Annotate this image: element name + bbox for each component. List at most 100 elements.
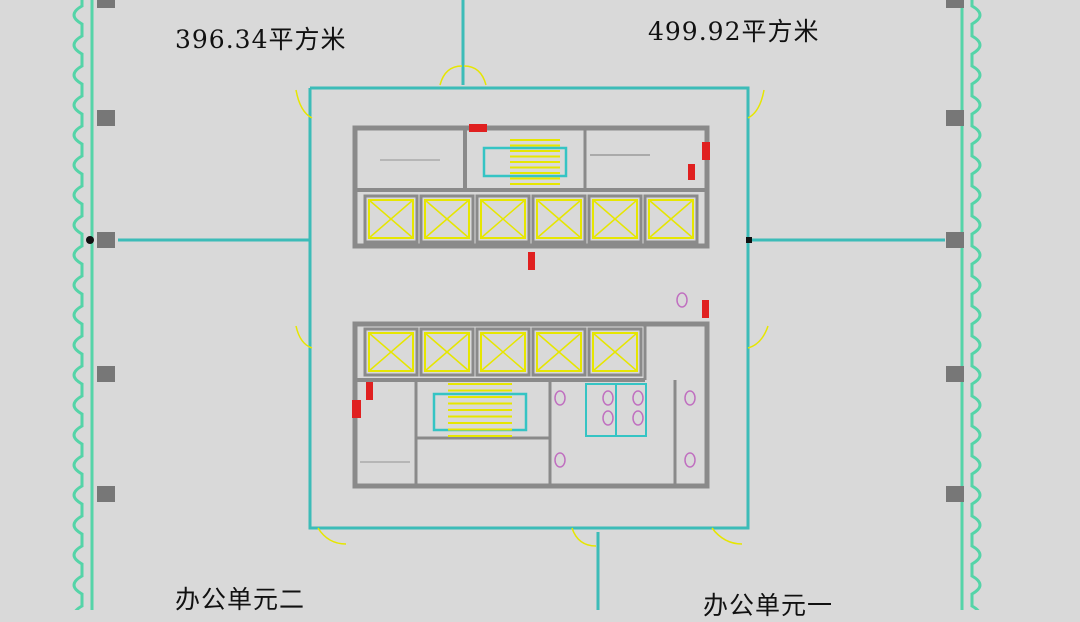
elevator-icon [531,194,587,244]
column-icon [946,110,964,126]
elevator-shaft [419,194,475,244]
elevator-shaft [531,194,587,244]
stair-icon [482,139,568,185]
toilet-icon [684,390,696,406]
elevator-cross [368,332,414,372]
column-icon [946,232,964,248]
toilet-icon [554,390,566,406]
elevator-shaft [587,327,643,377]
elevator-shaft [475,327,531,377]
elevator-car [368,332,414,372]
fire-hydrant-icon [352,400,361,418]
elevator-shaft [419,327,475,377]
elevator-cross [480,199,526,239]
restroom-fixtures [554,292,696,468]
toilet-icon [602,410,614,426]
elevator-icon [643,194,699,244]
elevator-car [592,199,638,239]
curtain-wall-west [72,0,94,610]
fire-hydrant-icon [366,382,373,400]
elevator-icon [363,194,419,244]
elevator-bank-north [363,194,699,244]
elevator-shaft [531,327,587,377]
elevator-cross [592,199,638,239]
column-icon [946,486,964,502]
elevator-icon [475,194,531,244]
elevator-shaft [363,327,419,377]
door-swing-icon [439,65,463,86]
toilet-icon [676,292,688,308]
elevator-car [536,332,582,372]
elevator-icon [363,327,419,377]
fire-hydrant-icon [528,252,535,270]
door-swing-icon [571,527,597,547]
fire-hydrant-icon [469,124,487,132]
unit-label-two: 办公单元二 [175,585,306,614]
door-swing-icon [463,65,487,86]
area-label-west: 396.34平方米 [175,25,347,54]
curtain-wall-east [960,0,982,610]
elevator-shaft [363,194,419,244]
elevator-car [424,332,470,372]
elevator-cross [648,199,694,239]
fire-hydrant-icon [702,300,709,318]
core-corridor-outline [308,86,750,530]
column-icon [97,110,115,126]
elevator-icon [531,327,587,377]
elevator-car [424,199,470,239]
door-swing-icon [747,325,769,349]
marker-square [746,237,752,243]
elevator-icon [419,327,475,377]
door-swing-icon [317,527,347,545]
toilet-icon [602,390,614,406]
fire-hydrant-icon [702,142,710,160]
door-swing-icon [747,89,765,119]
elevator-cross [424,199,470,239]
elevator-cross [536,199,582,239]
stair-icon [432,383,528,437]
marker-dot [86,236,94,244]
elevator-shaft [643,194,699,244]
elevator-icon [475,327,531,377]
fire-hydrant-icon [688,164,695,180]
core-block-north-wall [352,125,710,249]
elevator-bank-south [363,327,643,377]
stair-north-rail [482,146,568,178]
column-icon [97,232,115,248]
column-icon [97,486,115,502]
column-icon [97,0,115,8]
elevator-car [536,199,582,239]
door-swing-icon [295,89,313,119]
toilet-icon [632,410,644,426]
elevator-cross [592,332,638,372]
elevator-cross [480,332,526,372]
office-partitions [118,0,945,610]
toilet-icon [554,452,566,468]
column-icon [946,0,964,8]
elevator-cross [424,332,470,372]
elevator-car [480,199,526,239]
core-block-north [352,125,710,249]
elevator-car [592,332,638,372]
area-label-east: 499.92平方米 [648,17,820,46]
elevator-icon [587,194,643,244]
elevator-car [368,199,414,239]
corridor-doors [295,65,769,547]
curtain-wall-segment [72,0,84,610]
toilet-icon [684,452,696,468]
elevator-car [480,332,526,372]
elevator-shaft [587,194,643,244]
elevator-shaft [475,194,531,244]
door-swing-icon [295,325,313,349]
column-icon [946,366,964,382]
door-swing-icon [711,527,743,545]
elevator-car [648,199,694,239]
elevator-cross [368,199,414,239]
toilet-icon [632,390,644,406]
elevator-icon [587,327,643,377]
elevator-cross [536,332,582,372]
fire-equipment [352,124,710,418]
